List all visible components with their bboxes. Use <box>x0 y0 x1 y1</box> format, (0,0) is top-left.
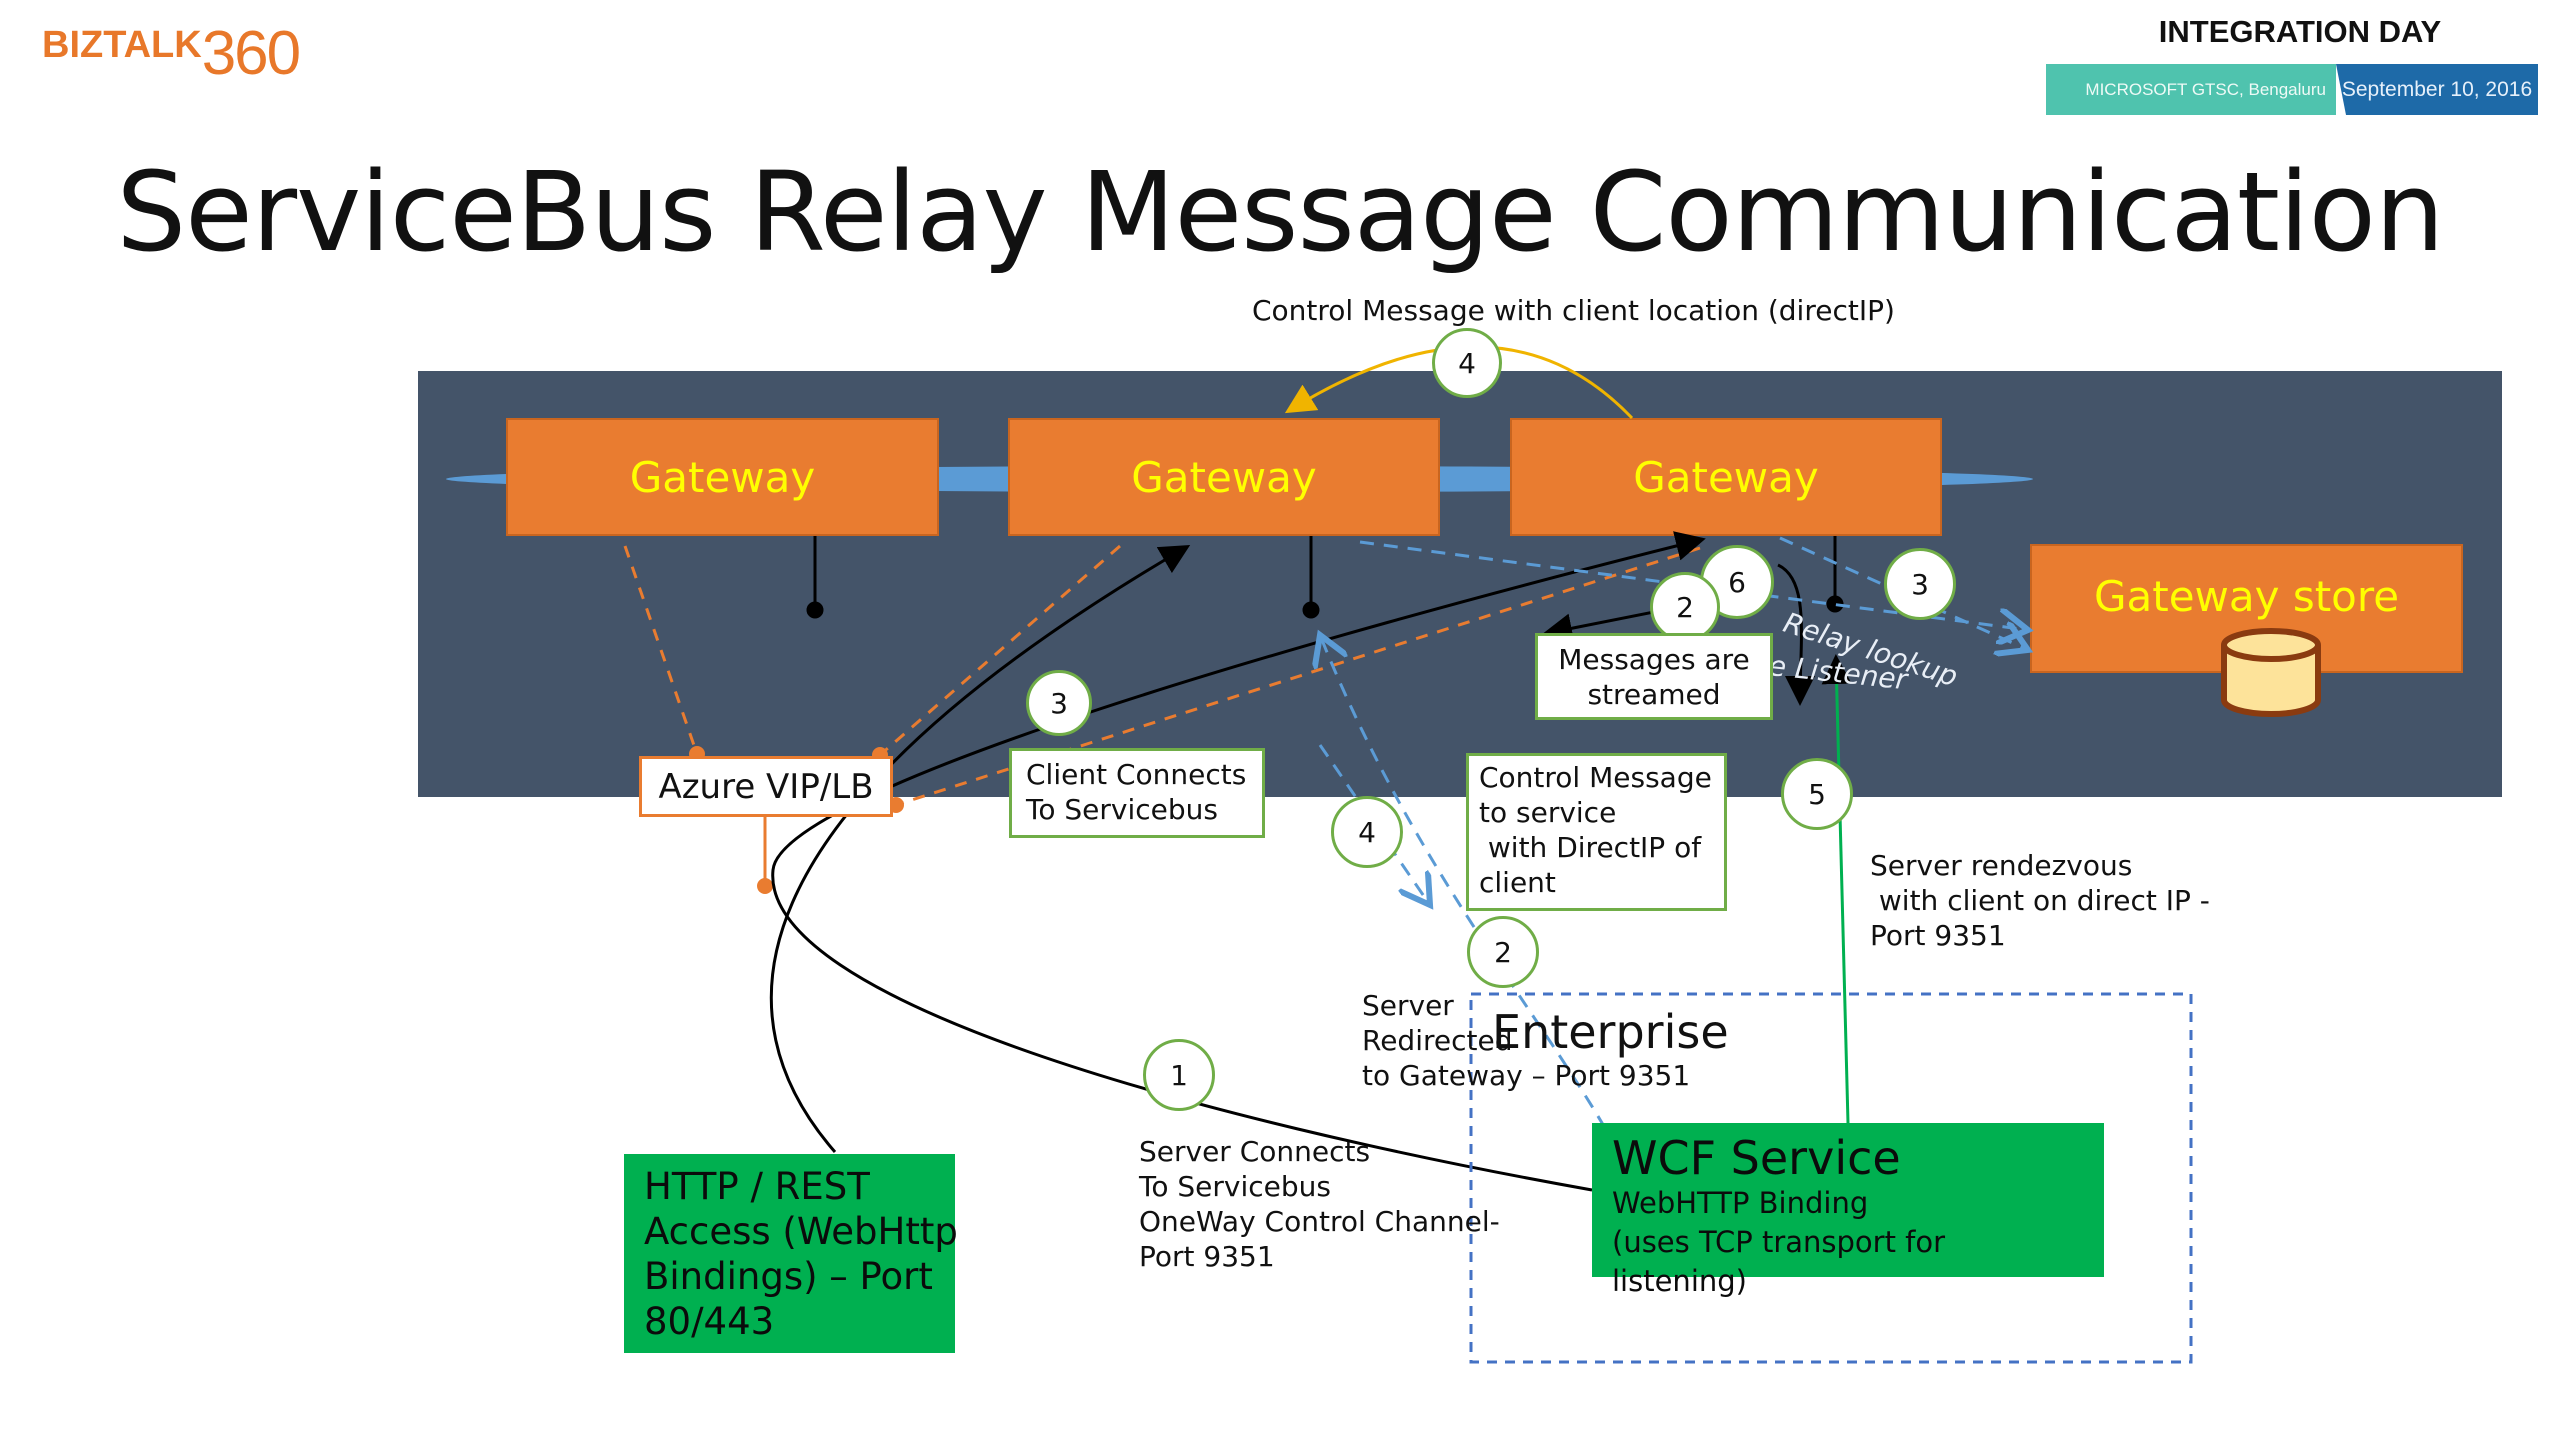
date-label: September 10, 2016 <box>2336 64 2538 115</box>
azure-vip-lb: Azure VIP/LB <box>639 756 893 817</box>
server-redirected-label: Server Redirected to Gateway – Port 9351 <box>1362 989 1691 1092</box>
event-banner: MICROSOFT GTSC, Bengaluru September 10, … <box>2046 64 2538 115</box>
step-1: 1 <box>1143 1039 1215 1111</box>
http-rest-box: HTTP / REST Access (WebHttp Bindings) – … <box>624 1154 958 1353</box>
gateway-2: Gateway <box>1008 418 1440 536</box>
server-connects-label: Server Connects To Servicebus OneWay Con… <box>1139 1135 1500 1273</box>
wcf-service-box: WCF Service WebHTTP Binding (uses TCP tr… <box>1592 1123 2104 1298</box>
gateway-3: Gateway <box>1510 418 1942 536</box>
step-2-stream: 2 <box>1650 572 1720 642</box>
step-3-lookup: 3 <box>1884 548 1956 620</box>
wcf-title: WCF Service <box>1612 1131 1901 1185</box>
slide-title: ServiceBus Relay Message Communication <box>116 148 2444 276</box>
gateway-1: Gateway <box>506 418 939 536</box>
biztalk360-logo: BIZTALK360 <box>42 18 301 89</box>
enterprise-label: Enterprise <box>1492 1005 1729 1059</box>
client-connects-box: Client Connects To Servicebus <box>1009 748 1265 838</box>
database-icon <box>2221 628 2321 717</box>
step-4-control: 4 <box>1331 796 1403 868</box>
enterprise-boundary <box>1469 992 2193 1364</box>
wcf-binding: WebHTTP Binding <box>1612 1185 1869 1220</box>
step-2-redirect: 2 <box>1467 916 1539 988</box>
gateway-connectors <box>806 536 1844 619</box>
venue-label: MICROSOFT GTSC, Bengaluru <box>2046 64 2336 115</box>
event-title: INTEGRATION DAY <box>2158 14 2442 49</box>
rendezvous-label: Server rendezvous with client on direct … <box>1870 849 2210 952</box>
wcf-transport: (uses TCP transport for listening) <box>1612 1224 1946 1298</box>
control-message-box: Control Message to service with DirectIP… <box>1466 753 1727 911</box>
logo-number: 360 <box>201 19 301 88</box>
messages-streamed-cover: Messages are streamed <box>1535 633 1773 720</box>
step-5: 5 <box>1781 758 1853 830</box>
top-control-annotation: Control Message with client location (di… <box>1252 294 1895 327</box>
step-3-client: 3 <box>1026 670 1092 736</box>
step-4-top: 4 <box>1432 328 1502 398</box>
logo-text: BIZTALK <box>42 24 202 66</box>
